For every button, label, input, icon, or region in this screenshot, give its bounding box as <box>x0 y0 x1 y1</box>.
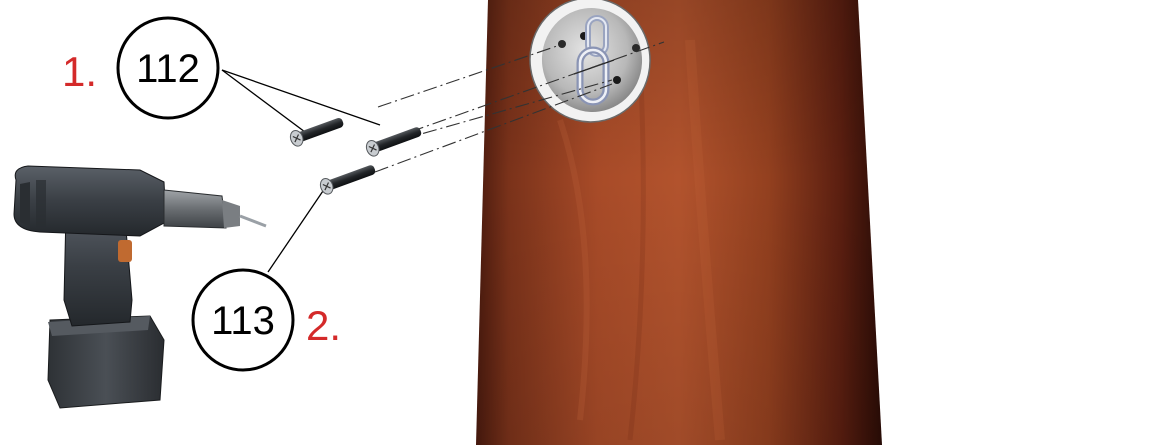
screw-icon <box>364 123 423 158</box>
callout-113: 113 2. <box>193 270 341 370</box>
part-number-113: 113 <box>211 299 275 343</box>
step-number-1: 1. <box>62 48 97 95</box>
step-number-2: 2. <box>306 302 341 349</box>
callout-112: 1. 112 <box>62 18 218 118</box>
screw-icon <box>288 114 345 148</box>
part-number-112: 112 <box>136 47 200 91</box>
screw-icon <box>318 161 377 196</box>
